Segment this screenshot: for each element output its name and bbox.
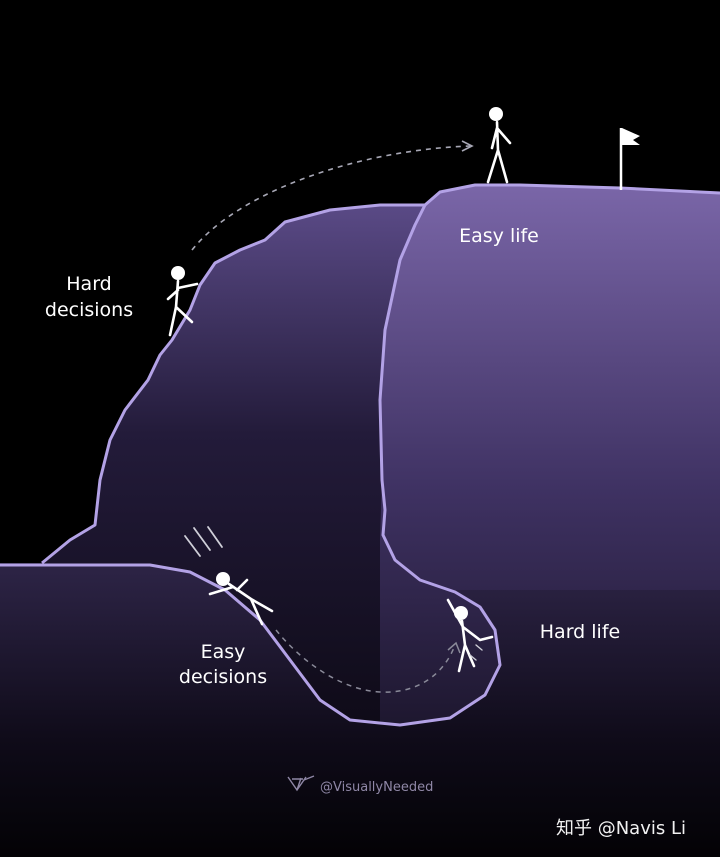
lower-valley: [0, 565, 720, 857]
upper-ridge-line: [41, 183, 720, 565]
jump-arc: [191, 145, 471, 251]
flag-icon: [619, 128, 640, 190]
visually-needed-logo-icon: [287, 775, 315, 792]
label-hard-decisions-line2: decisions: [45, 299, 133, 321]
jump-arrowhead: [461, 140, 474, 152]
climbing-figure-icon: [166, 266, 199, 337]
label-easy-decisions-line2: decisions: [179, 666, 267, 688]
slide-arrowhead: [447, 641, 461, 654]
slide-path: [275, 629, 456, 693]
label-easy-life: Easy life: [459, 225, 539, 247]
site-watermark: 知乎 @Navis Li: [556, 818, 686, 839]
falling-figure-icon: [184, 526, 274, 626]
label-easy-decisions-line1: Easy: [201, 641, 246, 663]
label-hard-life: Hard life: [540, 621, 620, 643]
label-hard-decisions-line1: Hard: [66, 273, 111, 295]
struggling-figure-icon: [446, 598, 494, 673]
watermark-text: @VisuallyNeeded: [320, 780, 433, 795]
walking-figure-icon: [486, 107, 512, 184]
